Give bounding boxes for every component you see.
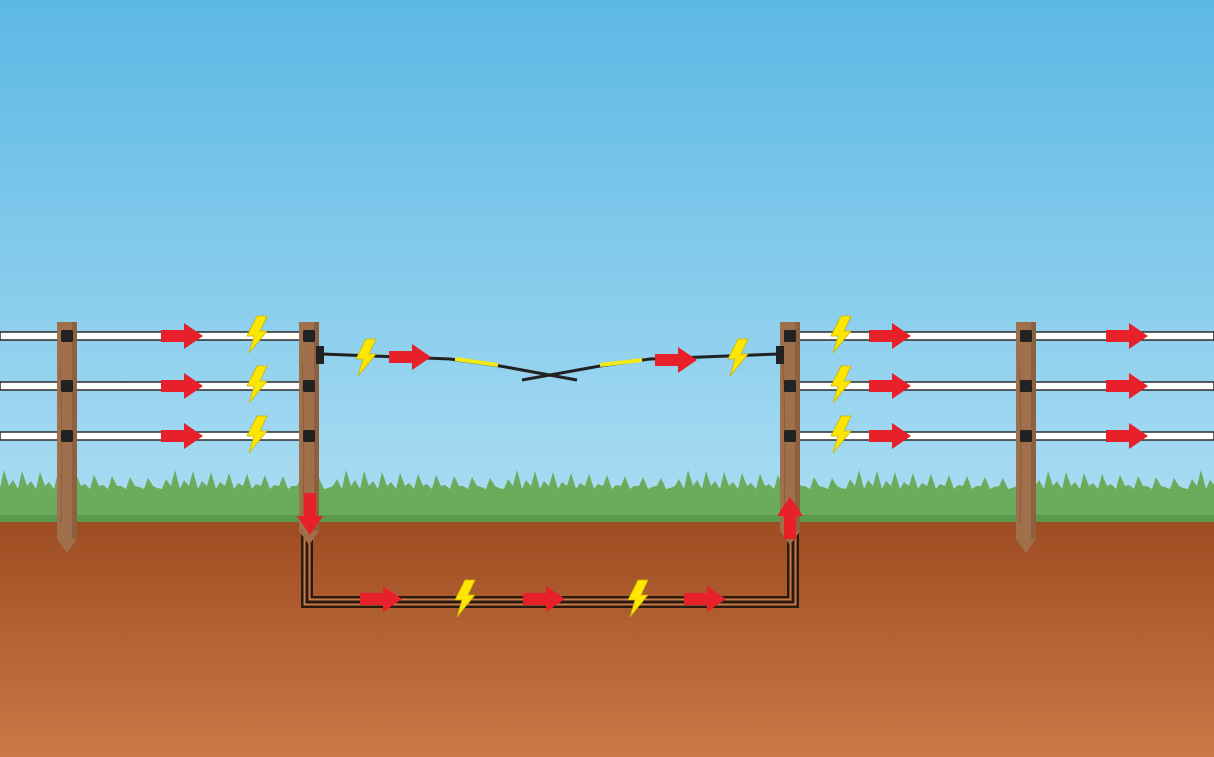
insulator <box>303 430 315 442</box>
right-gate-post-shade <box>795 322 800 531</box>
arrow-shape <box>523 586 565 612</box>
insulator <box>1020 380 1032 392</box>
arrow-right-icon <box>869 373 911 399</box>
lightning-bolt-icon <box>627 579 649 618</box>
insulator <box>784 330 796 342</box>
insulator <box>61 430 73 442</box>
current-arrows <box>161 323 1148 612</box>
bolt-shape <box>355 338 377 377</box>
arrow-shape <box>161 373 203 399</box>
insulator <box>303 330 315 342</box>
bolt-shape <box>246 315 268 354</box>
lightning-bolt-icon <box>246 365 268 404</box>
arrow-shape <box>1106 373 1148 399</box>
arrow-right-icon <box>1106 373 1148 399</box>
arrow-right-icon <box>161 423 203 449</box>
lightning-bolt-icon <box>830 365 852 404</box>
arrow-shape <box>684 586 726 612</box>
lightning-bolt-icon <box>830 415 852 454</box>
soil <box>0 522 1214 757</box>
arrow-shape <box>869 423 911 449</box>
arrow-shape <box>161 323 203 349</box>
arrow-right-icon <box>869 323 911 349</box>
insulator <box>61 330 73 342</box>
arrow-shape <box>777 497 803 539</box>
top-tape-right <box>789 331 1214 341</box>
right-gate-handle <box>599 358 643 367</box>
sky <box>0 0 1214 500</box>
bottom-tape-right <box>789 431 1214 441</box>
bolt-shape <box>830 315 852 354</box>
bolt-shape <box>246 365 268 404</box>
arrow-down-icon <box>297 493 323 535</box>
insulators <box>61 330 1032 442</box>
gate-wire <box>321 352 780 382</box>
arrow-shape <box>389 344 431 370</box>
lightning-bolt-icon <box>454 579 476 618</box>
arrow-shape <box>161 423 203 449</box>
insulator <box>784 430 796 442</box>
bolt-shape <box>246 415 268 454</box>
bolt-shape <box>830 415 852 454</box>
left-end-post-grain <box>59 361 63 524</box>
arrow-shape <box>1106 423 1148 449</box>
arrow-shape <box>655 347 697 373</box>
arrow-shape <box>1106 323 1148 349</box>
arrow-shape <box>360 586 402 612</box>
right-end-post-shade <box>1031 322 1036 539</box>
left-end-post-shade <box>72 322 77 539</box>
electric-bolts <box>246 315 852 618</box>
arrow-right-icon <box>523 586 565 612</box>
lightning-bolt-icon <box>727 338 749 377</box>
left-gate-handle <box>454 357 499 367</box>
bolt-shape <box>727 338 749 377</box>
lightning-bolt-icon <box>355 338 377 377</box>
arrow-right-icon <box>1106 323 1148 349</box>
arrow-right-icon <box>869 423 911 449</box>
middle-tape-right <box>789 381 1214 391</box>
arrow-right-icon <box>389 344 431 370</box>
lightning-bolt-icon <box>246 415 268 454</box>
arrow-right-icon <box>1106 423 1148 449</box>
arrow-right-icon <box>360 586 402 612</box>
right-end-post-grain <box>1018 361 1022 524</box>
insulator <box>61 380 73 392</box>
bolt-shape <box>830 365 852 404</box>
arrow-up-icon <box>777 497 803 539</box>
insulator <box>303 380 315 392</box>
arrow-shape <box>869 323 911 349</box>
arrow-right-icon <box>161 373 203 399</box>
left-gate-anchor <box>316 346 324 364</box>
right-gate-anchor <box>776 346 784 364</box>
insulator <box>1020 330 1032 342</box>
lightning-bolt-icon <box>246 315 268 354</box>
left-gate-post-shade <box>314 322 319 531</box>
arrow-right-icon <box>161 323 203 349</box>
insulator <box>784 380 796 392</box>
arrow-right-icon <box>684 586 726 612</box>
bolt-shape <box>454 579 476 618</box>
lightning-bolt-icon <box>830 315 852 354</box>
arrow-shape <box>297 493 323 535</box>
grass-edge <box>0 515 1214 522</box>
bolt-shape <box>627 579 649 618</box>
insulator <box>1020 430 1032 442</box>
arrow-shape <box>869 373 911 399</box>
arrow-right-icon <box>655 347 697 373</box>
